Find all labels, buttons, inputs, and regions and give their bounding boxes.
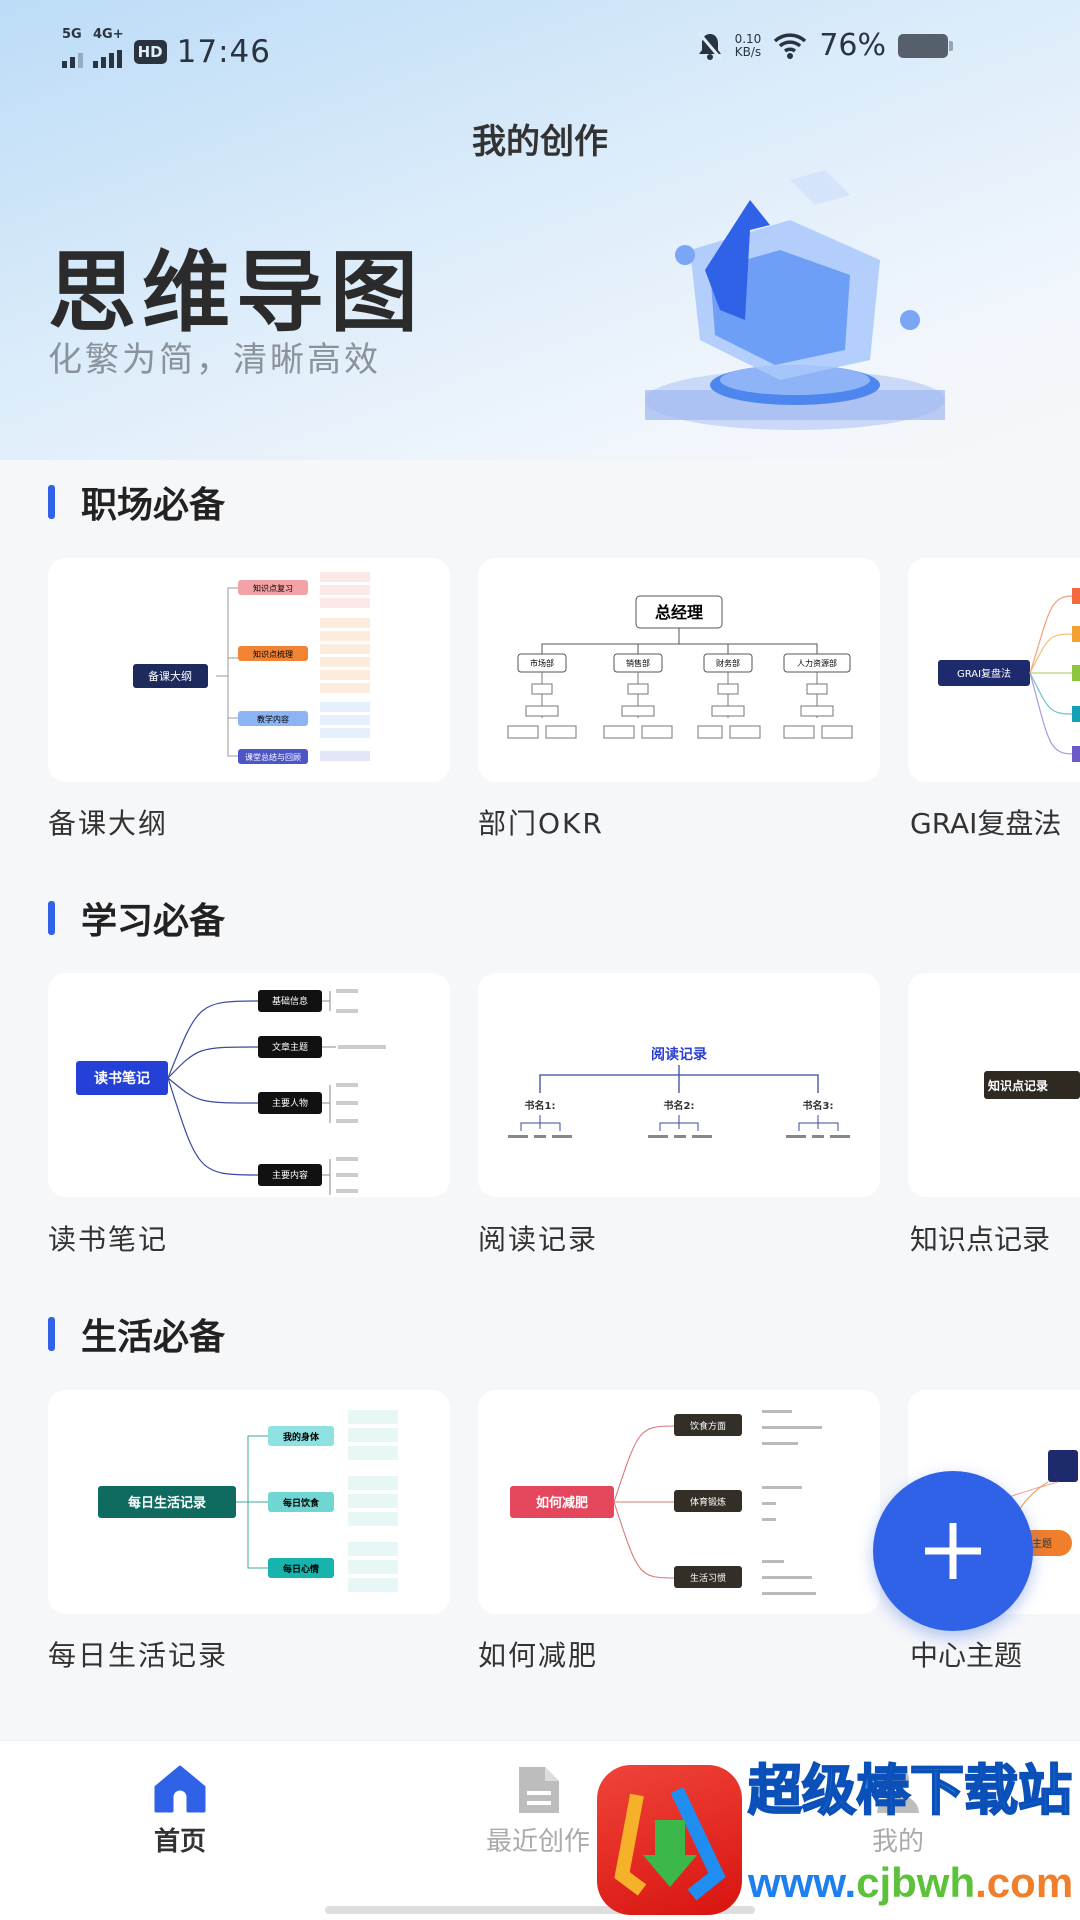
4g-signal-icon: 4G+ bbox=[93, 28, 124, 76]
thumb-branch: 销售部 bbox=[626, 658, 650, 668]
nav-label: 最近创作 bbox=[485, 1827, 590, 1857]
thumb-branch: 每日饮食 bbox=[283, 1497, 320, 1509]
plus-icon bbox=[925, 1523, 981, 1579]
page-title: 我的创作 bbox=[472, 122, 608, 162]
5g-signal-icon: 5G bbox=[62, 28, 83, 76]
template-label[interactable]: 备课大纲 bbox=[48, 807, 169, 840]
thumb-branch: 主要人物 bbox=[272, 1097, 308, 1109]
template-label[interactable]: 中心主题 bbox=[910, 1639, 1023, 1672]
thumb-branch: 主要内容 bbox=[272, 1169, 308, 1181]
nav-mine[interactable]: 我的 bbox=[818, 1765, 978, 1857]
thumb-branch: 生活习惯 bbox=[690, 1572, 726, 1584]
thumb-root: 阅读记录 bbox=[651, 1046, 707, 1063]
template-card-weight-loss[interactable]: 如何减肥 饮食方面体育锻炼生活习惯 bbox=[478, 1390, 880, 1614]
template-card-reading-notes[interactable]: 读书笔记 基础信息文章主题主要人物主要内容 bbox=[48, 973, 450, 1197]
thumb-root: 如何减肥 bbox=[536, 1495, 588, 1511]
thumb-root: GRAI复盘法 bbox=[957, 667, 1011, 680]
grai-thumbnail: GRAI复盘法 bbox=[938, 588, 1080, 762]
template-label[interactable]: GRAI复盘法 bbox=[910, 807, 1062, 840]
battery-percent: 76% bbox=[819, 28, 886, 63]
thumb-branch: 书名2: bbox=[664, 1099, 695, 1112]
thumb-branch: 我的身体 bbox=[283, 1431, 320, 1443]
template-label[interactable]: 每日生活记录 bbox=[48, 1639, 229, 1672]
mute-bell-icon bbox=[697, 31, 722, 60]
battery-icon bbox=[898, 33, 953, 58]
knowledge-notes-thumbnail: 知识点记录 bbox=[984, 1071, 1080, 1099]
thumb-branch: 知识点梳理 bbox=[253, 649, 293, 659]
watermark-url: www.cjbwh.com bbox=[748, 1859, 1074, 1906]
template-card-reading-record[interactable]: 阅读记录 书名1: 书名2: 书名3: bbox=[478, 973, 880, 1197]
thumb-root: 读书笔记 bbox=[94, 1070, 150, 1087]
thumb-branch: 每日心情 bbox=[283, 1563, 319, 1575]
bottom-nav: 首页 最近创作 我的 bbox=[0, 1740, 1080, 1920]
thumb-branch: 课堂总结与回顾 bbox=[245, 752, 301, 762]
okr-thumbnail: 总经理 市场部 销售部 财务部 人力资源部 bbox=[507, 595, 853, 739]
watermark-name: 超级棒下载站 bbox=[747, 1759, 1073, 1822]
template-label[interactable]: 如何减肥 bbox=[478, 1639, 599, 1672]
template-card-lesson-outline[interactable]: 备课大纲 知识点复习 知识点梳理 教学内容 课堂总结与回顾 bbox=[48, 558, 450, 782]
template-card-daily-life[interactable]: 每日生活记录 我的身体每日饮食每日心情 bbox=[48, 1390, 450, 1614]
reading-record-thumbnail: 阅读记录 书名1: 书名2: 书名3: bbox=[508, 1046, 850, 1138]
thumb-branch: 市场部 bbox=[530, 658, 554, 668]
template-card-department-okr[interactable]: 总经理 市场部 销售部 财务部 人力资源部 bbox=[478, 558, 880, 782]
template-label[interactable]: 阅读记录 bbox=[478, 1223, 599, 1256]
thumb-root: 每日生活记录 bbox=[128, 1495, 206, 1511]
hero-3d-illustration bbox=[645, 170, 945, 430]
thumb-branch: 基础信息 bbox=[272, 995, 308, 1007]
template-label[interactable]: 读书笔记 bbox=[48, 1223, 169, 1256]
user-icon bbox=[877, 1768, 919, 1813]
thumb-root: 知识点记录 bbox=[987, 1078, 1048, 1093]
hero-subtitle: 化繁为简，清晰高效 bbox=[48, 340, 381, 380]
thumb-branch: 财务部 bbox=[716, 658, 740, 668]
thumb-branch: 人力资源部 bbox=[797, 658, 837, 668]
home-icon bbox=[154, 1765, 206, 1813]
thumb-branch: 饮食方面 bbox=[690, 1420, 726, 1432]
template-card-grai-review[interactable]: GRAI复盘法 bbox=[908, 558, 1080, 782]
thumb-branch: 文章主题 bbox=[272, 1041, 308, 1053]
section-title-workplace: 职场必备 bbox=[48, 476, 225, 528]
nav-home[interactable]: 首页 bbox=[100, 1765, 260, 1857]
thumb-branch: 知识点复习 bbox=[253, 583, 293, 593]
thumb-branch: 体育锻炼 bbox=[690, 1496, 726, 1508]
watermark-logo bbox=[597, 1765, 742, 1915]
thumb-branch: 教学内容 bbox=[257, 714, 289, 724]
thumb-root: 备课大纲 bbox=[148, 669, 192, 683]
thumb-branch: 书名1: bbox=[525, 1099, 556, 1112]
template-label[interactable]: 部门OKR bbox=[478, 807, 604, 840]
nav-label: 首页 bbox=[153, 1827, 206, 1857]
template-card-knowledge-notes[interactable]: 知识点记录 bbox=[908, 973, 1080, 1197]
wifi-icon bbox=[774, 32, 807, 59]
section-title-life: 生活必备 bbox=[48, 1308, 225, 1360]
hero-title: 思维导图 bbox=[48, 241, 425, 344]
hd-icon: HD bbox=[133, 40, 167, 64]
home-indicator[interactable] bbox=[325, 1906, 755, 1914]
clock: 17:46 bbox=[176, 34, 271, 70]
nav-label: 我的 bbox=[871, 1827, 924, 1857]
document-icon bbox=[519, 1767, 559, 1813]
thumb-root: 总经理 bbox=[655, 603, 703, 622]
lesson-outline-thumbnail: 备课大纲 知识点复习 知识点梳理 教学内容 课堂总结与回顾 bbox=[133, 572, 370, 764]
create-new-button[interactable] bbox=[873, 1471, 1033, 1631]
template-label[interactable]: 知识点记录 bbox=[910, 1223, 1051, 1256]
section-title-study: 学习必备 bbox=[48, 892, 225, 944]
thumb-branch: 书名3: bbox=[803, 1099, 834, 1112]
nav-recent[interactable]: 最近创作 bbox=[458, 1765, 618, 1857]
